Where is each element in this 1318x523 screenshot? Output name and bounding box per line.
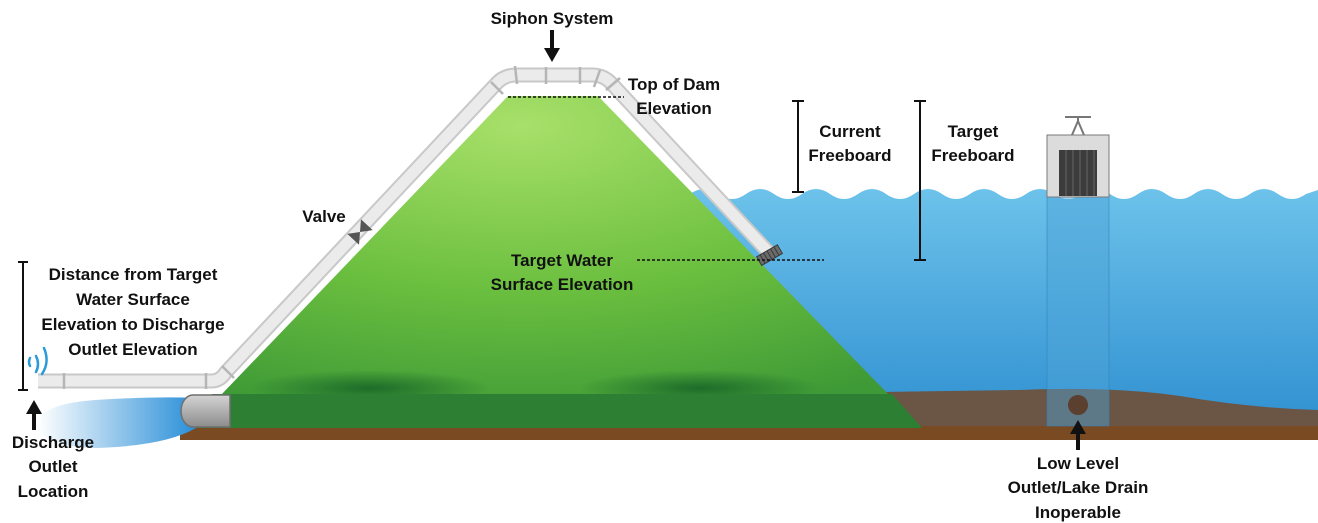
- dam-foundation: [196, 394, 922, 428]
- discharge-plume: [38, 397, 196, 448]
- top-of-dam-label-line1: Top of Dam: [628, 75, 720, 94]
- low-level-label-line3: Inoperable: [1035, 503, 1121, 522]
- outlet-culvert: [180, 394, 231, 428]
- low-level-outlet-port: [1068, 395, 1088, 415]
- target-wse-label-line2: Surface Elevation: [491, 275, 634, 294]
- distance-label-line1: Distance from Target: [49, 265, 218, 284]
- ground-strip: [180, 426, 1318, 440]
- low-level-label-line2: Outlet/Lake Drain: [1008, 478, 1149, 497]
- siphon-pipe: [38, 69, 775, 387]
- top-of-dam-label-line2: Elevation: [636, 99, 712, 118]
- target-freeboard-bracket: [914, 100, 926, 261]
- target-wse-label-line1: Target Water: [511, 251, 613, 270]
- spray-icon: [27, 346, 48, 376]
- distance-label-line4: Outlet Elevation: [68, 340, 197, 359]
- arrow-up-icon: [26, 400, 42, 430]
- current-freeboard-label-line2: Freeboard: [808, 146, 891, 165]
- intake-tower-gate-bars: [1065, 150, 1095, 196]
- valve-label: Valve: [302, 207, 346, 226]
- siphon-system-label: Siphon System: [491, 9, 614, 28]
- discharge-label-line1: Discharge: [12, 433, 94, 452]
- valve-icon: [347, 219, 373, 245]
- discharge-label-line3: Location: [18, 482, 89, 501]
- target-freeboard-label-line2: Freeboard: [931, 146, 1014, 165]
- current-freeboard-bracket: [792, 100, 804, 193]
- lake-sediment: [880, 388, 1318, 430]
- distance-label-line2: Water Surface: [76, 290, 190, 309]
- target-freeboard-label-line1: Target: [948, 122, 999, 141]
- arrow-up-icon: [1070, 420, 1086, 450]
- pipe-joints: [62, 65, 621, 389]
- distance-bracket: [18, 261, 28, 391]
- discharge-label-line2: Outlet: [28, 457, 77, 476]
- low-level-label-line1: Low Level: [1037, 454, 1119, 473]
- intake-tower-icon: [1065, 116, 1091, 136]
- dam-embankment: [220, 96, 890, 396]
- distance-label-line3: Elevation to Discharge: [41, 315, 224, 334]
- arrow-down-icon: [544, 30, 560, 62]
- intake-tower-gate: [1059, 150, 1097, 196]
- current-freeboard-label-line1: Current: [819, 122, 881, 141]
